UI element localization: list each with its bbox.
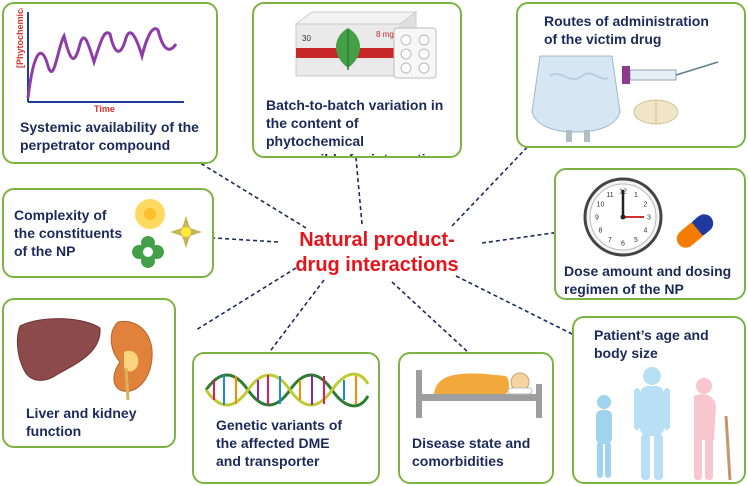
liver-label-line1: Liver and kidney	[26, 405, 137, 421]
systemic-label-line2: perpetrator compound	[20, 137, 171, 153]
patient-label: Patient’s age and body size	[594, 326, 709, 362]
node-genetic-variants: Genetic variants of the affected DME and…	[192, 352, 380, 484]
batch-label-line2: the content of phytochemical	[266, 115, 365, 149]
genetic-label-line3: and transporter	[216, 453, 320, 469]
iv-bag-syringe-pill-icon	[531, 55, 719, 142]
connector-disease	[391, 281, 471, 355]
dna-helix-icon	[204, 372, 370, 408]
routes-label-line2: of the victim drug	[544, 31, 662, 47]
patient-label-line1: Patient’s age and	[594, 327, 709, 343]
capsule-icon	[676, 214, 714, 248]
disease-label: Disease state and comorbidities	[412, 434, 530, 470]
node-systemic-availability: [Phytochemical] Time Systemic availabili…	[2, 2, 218, 164]
genetic-label: Genetic variants of the affected DME and…	[216, 416, 342, 470]
clock-number: 6	[621, 241, 625, 248]
complexity-label: Complexity of the constituents of the NP	[14, 206, 122, 260]
node-disease-state: Disease state and comorbidities	[398, 352, 554, 484]
systemic-label-line1: Systemic availability of the	[20, 119, 199, 135]
patient-bed-icon	[416, 370, 542, 418]
systemic-label: Systemic availability of the perpetrator…	[20, 118, 199, 154]
liver-label-line2: function	[26, 423, 82, 439]
node-patient-age: Patient’s age and body size	[572, 316, 746, 484]
connector-routes	[451, 139, 535, 227]
disease-label-line2: comorbidities	[412, 453, 504, 469]
complexity-label-line1: Complexity of	[14, 207, 107, 223]
center-title: Natural product- drug interactions	[272, 228, 482, 278]
node-dose-regimen: 121234567891011 Dose amount and dosing r…	[554, 168, 746, 300]
routes-label-line1: Routes of administration	[544, 13, 709, 29]
clock-number: 5	[634, 237, 638, 244]
dose-label-line1: Dose amount and dosing	[564, 263, 732, 279]
routes-label: Routes of administration of the victim d…	[544, 12, 709, 48]
liver-label: Liver and kidney function	[26, 404, 136, 440]
connector-genetic	[267, 279, 325, 355]
clock-number: 10	[597, 202, 605, 209]
human-silhouettes-icon	[596, 367, 732, 481]
node-batch-variation: 30 8 mg Batch-to-batch variation in the …	[252, 2, 462, 158]
node-liver-kidney: Liver and kidney function	[2, 298, 176, 448]
complexity-label-line3: of the NP	[14, 243, 76, 259]
connector-batch	[355, 157, 363, 225]
batch-label-line3: responsible for interaction	[266, 150, 460, 156]
connector-liver	[195, 267, 297, 331]
concentration-time-chart: [Phytochemical] Time	[15, 8, 184, 114]
center-title-line1: Natural product-	[299, 229, 455, 251]
dose-label: Dose amount and dosing regimen of the NP	[564, 262, 731, 298]
clock-number: 8	[599, 228, 603, 235]
pack-count: 30	[302, 34, 311, 43]
clock-number: 1	[634, 192, 638, 199]
connector-systemic	[191, 157, 307, 229]
genetic-label-line2: the affected DME	[216, 435, 330, 451]
node-complexity-constituents: Complexity of the constituents of the NP	[2, 188, 214, 278]
clock-icon: 121234567891011	[583, 177, 663, 257]
batch-label-line1: Batch-to-batch variation in	[266, 97, 444, 113]
plant-constituents-flowers-icon	[132, 199, 202, 268]
clock-number: 11	[606, 192, 613, 199]
pack-dose: 8 mg	[376, 30, 394, 39]
chart-x-label: Time	[94, 104, 115, 114]
center-title-line2: drug interactions	[295, 254, 459, 276]
connector-patient	[455, 275, 581, 339]
dose-label-line2: regimen of the NP	[564, 281, 684, 297]
patient-label-line2: body size	[594, 345, 658, 361]
clock-number: 7	[608, 237, 612, 244]
connector-dose	[481, 231, 561, 244]
node-routes-administration: Routes of administration of the victim d…	[516, 2, 746, 148]
medicine-pack-icon: 30 8 mg	[294, 11, 437, 79]
disease-label-line1: Disease state and	[412, 435, 531, 451]
clock-number: 4	[644, 228, 648, 235]
genetic-label-line1: Genetic variants of	[216, 417, 343, 433]
clock-number: 2	[644, 202, 648, 209]
chart-y-label: [Phytochemical]	[15, 8, 25, 68]
liver-kidney-icon	[16, 318, 153, 400]
complexity-label-line2: the constituents	[14, 225, 123, 241]
clock-number: 3	[647, 215, 651, 222]
batch-label: Batch-to-batch variation in the content …	[266, 96, 460, 156]
clock-number: 9	[595, 215, 599, 222]
connector-complexity	[213, 237, 279, 243]
